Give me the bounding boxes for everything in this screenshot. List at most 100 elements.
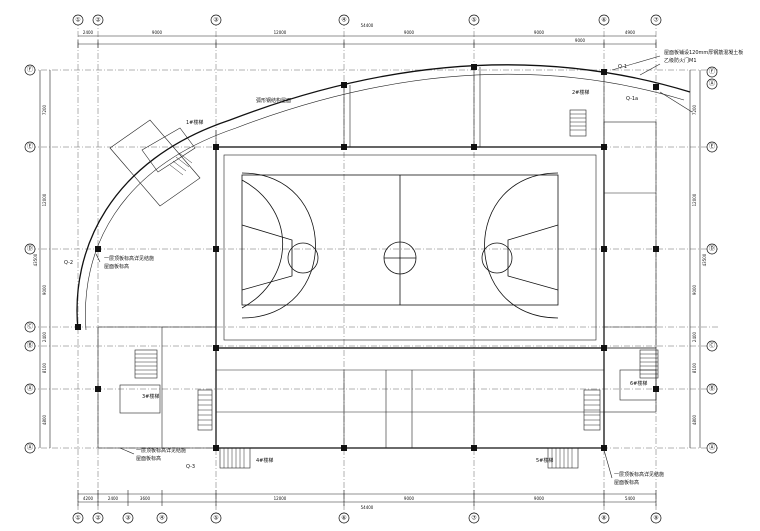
note: 一层顶板标高详见结施 [104, 255, 154, 262]
note: 屋面板标高 [136, 455, 161, 462]
dim-top: 9000 [534, 30, 545, 35]
dimension-lines-top [77, 35, 657, 48]
axis-bubbles-top: ① ② ③ ④ ⑤ ⑥ ⑦ [72, 14, 662, 26]
dim-left: 4800 [42, 414, 47, 425]
dimension-texts: 2400 9000 12000 9000 9000 9000 4900 5440… [33, 23, 707, 510]
stair-bottom-right [547, 447, 579, 469]
notes: 屋面板铺设120mm厚钢筋混凝土板 乙级防火门M1 一层顶板标高详见结施 屋面板… [64, 49, 743, 486]
axis-label-left: Ⓒ [27, 323, 33, 331]
axis-label-right: Ⓐ [709, 444, 715, 452]
stair-label: 1#楼梯 [186, 119, 203, 126]
axis-label-right: Ⓐ [709, 80, 715, 88]
axis-label-right: Ⓓ [709, 245, 715, 253]
columns [75, 64, 659, 451]
stair-label: 4#楼梯 [256, 457, 273, 464]
axis-label-right: Ⓕ [709, 68, 715, 76]
axis-label-right: Ⓔ [709, 143, 715, 151]
dim-top: 9000 [152, 30, 163, 35]
stair-right-lower [583, 389, 601, 431]
note: 乙级防火门M1 [664, 57, 697, 64]
axis-label-bottom: ⑦ [471, 515, 477, 522]
axis-label-left: Ⓐ [27, 385, 33, 393]
dim-bottom: 3600 [140, 496, 151, 501]
main-walls [97, 121, 657, 449]
dim-left: 9000 [42, 284, 47, 295]
dim-bottom-total: 54400 [361, 505, 374, 510]
dim-right: 12000 [692, 193, 697, 206]
dim-right: 7200 [692, 104, 697, 115]
room-labels: 1#楼梯 2#楼梯 3#楼梯 4#楼梯 5#楼梯 6#楼梯 [142, 89, 647, 464]
dim-bottom: 12000 [274, 496, 287, 501]
dim-top: 12000 [274, 30, 287, 35]
axis-label-bottom: ③ [125, 515, 130, 522]
note: 一层顶板标高详见结施 [614, 471, 664, 478]
dim-top: 9000 [404, 30, 415, 35]
dim-bottom: 9000 [404, 496, 415, 501]
dim-right: 9000 [692, 284, 697, 295]
dim-right: 8100 [692, 362, 697, 373]
dim-top: 4900 [625, 30, 636, 35]
axis-label-bottom: ④ [159, 515, 164, 522]
axis-grid [30, 20, 718, 515]
dim-right: 4800 [692, 414, 697, 425]
axis-label-left: Ⓐ [27, 444, 33, 452]
note: 屋面板标高 [614, 479, 639, 486]
note: 屋面板标高 [104, 263, 129, 270]
stair-left-lower [197, 389, 213, 431]
axis-label-bottom: ⑥ [341, 515, 346, 522]
axis-bubbles-bottom: ① ② ③ ④ ⑤ ⑥ ⑦ ⑧ ⑨ [72, 512, 662, 524]
axis-label-right: Ⓒ [709, 342, 715, 350]
axis-bubbles-right: Ⓔ Ⓓ Ⓒ Ⓑ Ⓐ Ⓕ Ⓐ [706, 66, 718, 454]
dim-right-total: 43500 [702, 253, 707, 266]
dim-top-total: 54400 [361, 23, 374, 28]
axis-label-top: ⑤ [471, 17, 476, 24]
stair-left-mid [134, 349, 158, 379]
dim-bottom: 5400 [625, 496, 636, 501]
axis-label-right: Ⓑ [709, 385, 715, 393]
note: 弧形钢结构屋面 [256, 97, 291, 104]
dim-left-total: 43500 [33, 253, 38, 266]
dim-bottom: 4200 [83, 496, 94, 501]
dimension-lines-sides [39, 70, 701, 448]
dim-top: 2400 [83, 30, 94, 35]
axis-label-bottom: ⑤ [213, 515, 218, 522]
basketball-court [241, 172, 559, 319]
stair-bottom-left [219, 447, 251, 469]
axis-label-left: Ⓔ [27, 143, 33, 151]
axis-label-bottom: ② [95, 515, 101, 522]
roof-beams [215, 67, 605, 147]
stair-label: 3#楼梯 [142, 393, 159, 400]
tag: Q-1a [626, 96, 638, 102]
tag: Q-3 [186, 464, 195, 470]
axis-label-top: ② [95, 17, 101, 24]
note: 屋面板铺设120mm厚钢筋混凝土板 [664, 49, 743, 56]
curved-roof [76, 64, 691, 331]
dimension-lines-bottom [77, 490, 657, 506]
dim-left: 2400 [42, 331, 47, 342]
angled-stair-block [109, 119, 201, 207]
axis-label-top: ① [75, 17, 80, 24]
dim-right: 2400 [692, 331, 697, 342]
note: 一层顶板标高详见结施 [136, 447, 186, 454]
stair-label: 6#楼梯 [630, 380, 647, 387]
dim-top: 9000 [575, 38, 586, 43]
dim-left: 8100 [42, 362, 47, 373]
axis-label-top: ③ [213, 17, 218, 24]
stair-right-mid [639, 349, 659, 379]
dim-left: 12000 [42, 193, 47, 206]
stair-label: 5#楼梯 [536, 457, 553, 464]
dim-bottom: 9000 [534, 496, 545, 501]
axis-label-bottom: ⑨ [653, 515, 658, 522]
axis-label-left: Ⓕ [27, 66, 33, 74]
axis-bubbles-left: Ⓕ Ⓔ Ⓓ Ⓒ Ⓑ Ⓐ Ⓐ [24, 64, 36, 454]
axis-label-bottom: ⑧ [601, 515, 606, 522]
stair-label: 2#楼梯 [572, 89, 589, 96]
axis-label-left: Ⓓ [27, 245, 33, 253]
dim-left: 7200 [42, 104, 47, 115]
tag: Q-2 [64, 260, 73, 266]
axis-label-top: ④ [341, 17, 346, 24]
axis-label-top: ⑦ [653, 17, 659, 24]
axis-label-top: ⑥ [601, 17, 606, 24]
axis-label-bottom: ① [75, 515, 80, 522]
